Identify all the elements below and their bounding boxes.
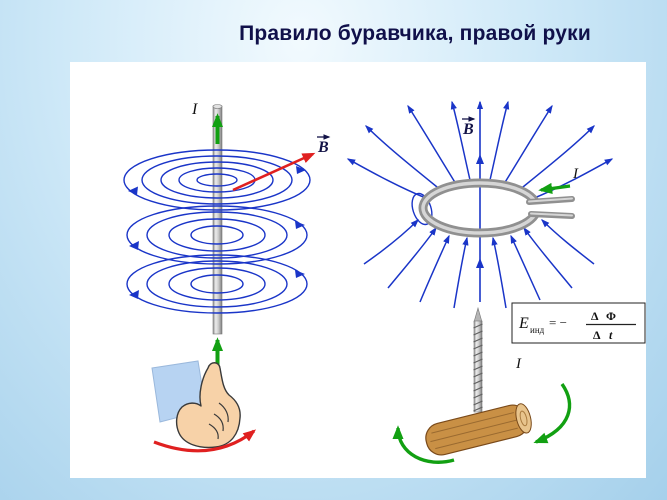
screw-tip — [473, 306, 483, 323]
formula-num-delta: Δ — [591, 309, 599, 323]
formula-num-phi: Φ — [606, 309, 616, 323]
field-ellipse — [146, 211, 288, 259]
physics-diagram: I B — [123, 100, 646, 464]
field-ellipse — [168, 218, 266, 252]
field-line — [541, 219, 595, 265]
field-ellipse — [190, 274, 244, 294]
handle-end-cap — [515, 403, 532, 434]
field-arrowhead — [295, 221, 305, 229]
field-ellipse — [126, 254, 308, 314]
field-ellipse — [126, 205, 308, 265]
rotation-arrow-green-left — [392, 425, 455, 464]
axis-arrowhead — [476, 154, 484, 164]
field-ellipse — [190, 225, 244, 245]
field-line — [453, 236, 469, 309]
field-arrowhead — [296, 166, 306, 174]
field-loop-around-conductor — [411, 192, 433, 226]
loop-current-arrow — [538, 182, 571, 195]
wooden-handle — [425, 403, 532, 456]
emf-formula-box: E инд = − Δ Φ Δ t — [511, 302, 646, 344]
current-label-left: I — [191, 101, 198, 118]
field-ellipse — [141, 155, 293, 205]
field-ellipse — [146, 260, 288, 308]
field-line — [489, 100, 510, 181]
screw-current-label: I — [515, 356, 522, 372]
field-line — [363, 219, 419, 265]
field-line — [523, 226, 573, 289]
field-line — [517, 125, 595, 192]
loop-lead-top-highlight — [528, 197, 573, 203]
field-ellipse — [160, 161, 274, 199]
field-line — [491, 236, 507, 309]
field-line — [419, 234, 450, 303]
field-line — [346, 158, 429, 200]
axis-arrowhead — [476, 258, 484, 268]
field-line — [365, 125, 443, 192]
hand — [175, 362, 241, 449]
field-circulation-arrowheads — [128, 166, 306, 299]
formula-equals: = − — [549, 315, 567, 330]
field-arrowhead — [129, 241, 139, 250]
field-line — [531, 158, 614, 200]
field-ellipse — [168, 267, 266, 301]
screw-threads — [473, 323, 483, 412]
finger-creases — [208, 402, 229, 440]
page-title: Правило буравчика, правой руки — [239, 22, 591, 45]
formula-den-t: t — [609, 328, 613, 342]
loop-lead-bottom-highlight — [530, 212, 573, 217]
rotation-arrow-red — [153, 429, 257, 453]
field-line — [387, 226, 437, 289]
field-ellipse — [123, 149, 311, 211]
wire-top-cap — [212, 104, 223, 109]
right-hand-thumb-up — [151, 360, 241, 449]
diagram-panel: I B — [70, 62, 646, 478]
gimlet-screw — [473, 306, 483, 413]
field-line — [450, 100, 471, 181]
formula-frame — [511, 302, 646, 344]
current-loop-diagram: I B I E — [346, 100, 646, 464]
field-ellipse — [196, 173, 238, 187]
loop-current-label: I — [572, 166, 579, 182]
field-arrowhead — [129, 290, 139, 299]
handle-growth-ring — [519, 410, 528, 427]
b-field-label-left: B — [317, 139, 329, 156]
loop-field-lines — [346, 100, 614, 309]
field-arrowhead — [295, 270, 305, 278]
field-ellipse-stack-middle — [126, 205, 308, 265]
field-line — [503, 104, 553, 185]
field-line — [510, 234, 541, 301]
field-ellipse-stack-bottom — [126, 254, 308, 314]
rotation-arrow-green-right — [533, 383, 572, 444]
wood-grain — [430, 412, 520, 450]
b-vector-arrow-left — [232, 152, 316, 192]
b-field-label-right: B — [462, 121, 474, 138]
formula-den-delta: Δ — [593, 328, 601, 342]
field-line — [407, 104, 457, 185]
field-arrowhead — [128, 186, 138, 195]
formula-emf: E — [518, 315, 529, 332]
straight-wire-diagram: I B — [123, 101, 331, 453]
formula-emf-sub: инд — [530, 325, 545, 335]
